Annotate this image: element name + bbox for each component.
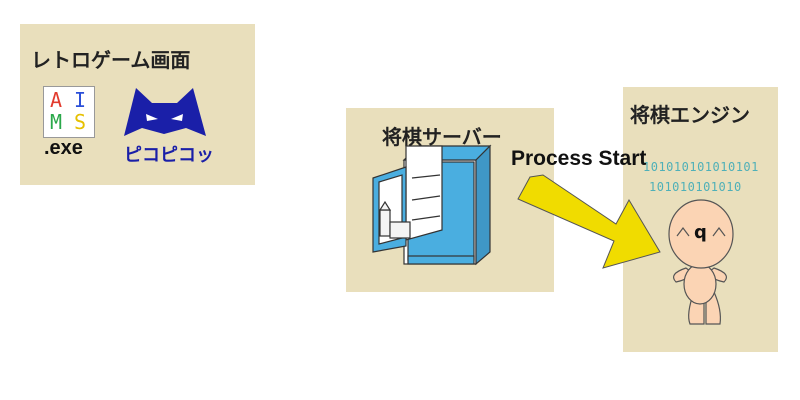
pico-label: ピコピコッ: [124, 145, 214, 166]
aims-letter-s: S: [74, 110, 87, 134]
binary-line-1: 101010101010101: [643, 160, 759, 174]
aims-letter-a: A: [50, 88, 63, 112]
engine-figure-icon: [668, 199, 734, 325]
binary-line-2: 101010101010: [649, 180, 742, 194]
server-panel-title: 将棋サーバー: [382, 125, 502, 149]
aims-exe-icon: A I M S: [43, 86, 95, 138]
cat-mask-icon: [124, 88, 206, 136]
aims-letter-i: I: [74, 88, 87, 112]
aims-letter-m: M: [50, 110, 63, 134]
retro-panel-title: レトロゲーム画面: [31, 48, 191, 72]
exe-label: .exe: [44, 137, 83, 159]
process-start-label: Process Start: [511, 147, 647, 170]
figure-face-letter: q: [694, 222, 707, 243]
engine-panel-title: 将棋エンジン: [630, 103, 750, 127]
process-start-arrow: [517, 174, 661, 269]
refrigerator-icon: [372, 144, 492, 266]
